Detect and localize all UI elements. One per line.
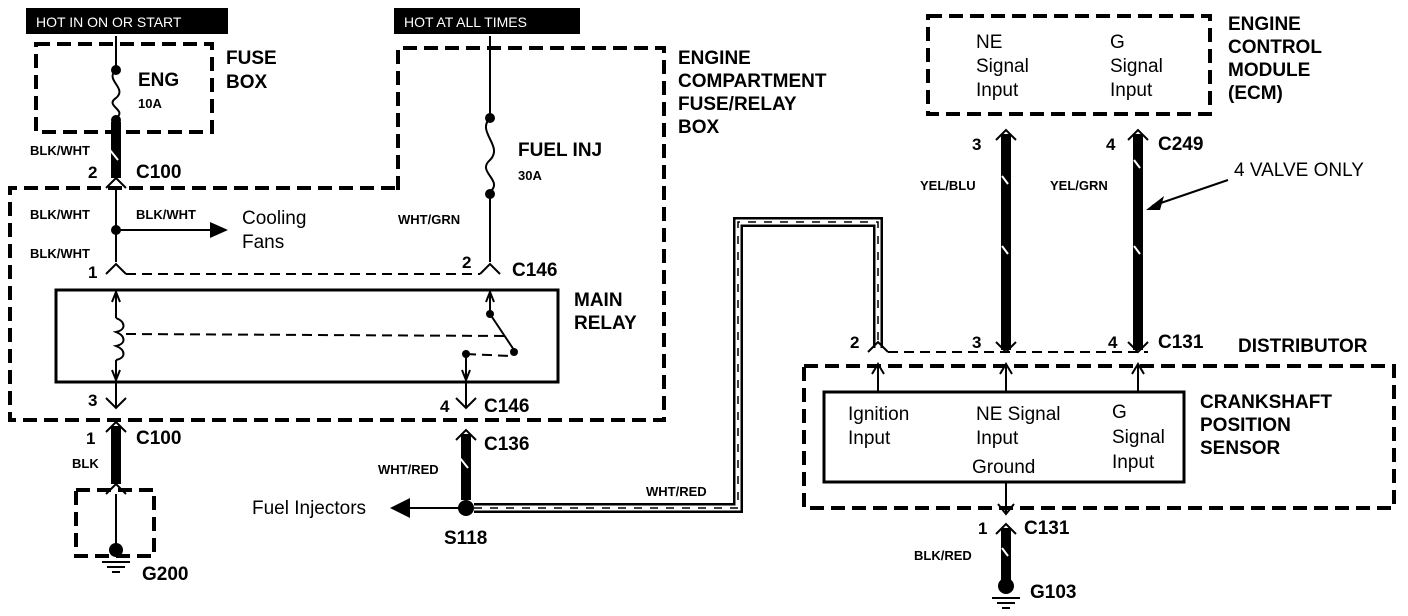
engine-box-label-3: FUSE/RELAY [678, 94, 797, 115]
main-relay-label-1: MAIN [574, 290, 623, 311]
fuse-box-outline [34, 42, 214, 134]
eng-fuse-icon [111, 69, 121, 119]
g103-ground-icon [992, 597, 1020, 609]
wire-label-blk-red: BLK/RED [914, 548, 972, 563]
c100-top-label: C100 [136, 162, 181, 183]
wire-label-blk-wht-fans: BLK/WHT [136, 207, 196, 222]
relay-coil-icon [112, 317, 125, 361]
ecm-ne-label-2: Signal [976, 56, 1029, 77]
c100-pin-1: 1 [86, 429, 95, 448]
wire-label-blk-wht-mid: BLK/WHT [30, 207, 90, 222]
main-relay-label-2: RELAY [574, 313, 637, 334]
ecm-g-label-3: Input [1110, 80, 1153, 101]
ckp-sensor-box [822, 390, 1186, 484]
fuse-box-label-2: BOX [226, 72, 268, 93]
distributor-label: DISTRIBUTOR [1238, 336, 1368, 357]
ecm-ne-label-1: NE [976, 32, 1002, 53]
fuel-inj-fuse-rating: 30A [518, 168, 542, 183]
g103-label: G103 [1030, 582, 1076, 603]
c249-label: C249 [1158, 134, 1203, 155]
ckp-g-label-1: G [1112, 402, 1127, 423]
ecm-g-label-2: Signal [1110, 56, 1163, 77]
fuse-box-label: FUSE [226, 48, 277, 69]
c249-pin-4: 4 [1106, 135, 1116, 154]
ecm-g-label-1: G [1110, 32, 1125, 53]
s118-label: S118 [444, 528, 487, 549]
cooling-fans-label-2: Fans [242, 232, 284, 253]
c131-bottom-label: C131 [1024, 518, 1070, 539]
eng-fuse-rating: 10A [138, 96, 162, 111]
ecm-ne-label-3: Input [976, 80, 1019, 101]
distributor-box [802, 364, 1396, 510]
ckp-label-1: CRANKSHAFT [1200, 392, 1332, 413]
relay-switch-contact [489, 313, 515, 351]
ckp-g-label-3: Input [1112, 452, 1155, 473]
c146-bottom-label: C146 [484, 396, 529, 417]
engine-box-label-4: BOX [678, 117, 720, 138]
c146-pin-4: 4 [440, 397, 450, 416]
c249-pin-3: 3 [972, 135, 981, 154]
fuel-injectors-arrow-icon [390, 498, 410, 518]
engine-fuse-relay-box-outline [8, 46, 666, 422]
wire-label-wht-grn: WHT/GRN [398, 212, 460, 227]
g200-label: G200 [142, 564, 188, 585]
header-hot-in-on-text: HOT IN ON OR START [36, 14, 182, 30]
c146-pin-2: 2 [462, 253, 471, 272]
c131-pin-1: 1 [978, 519, 987, 538]
engine-box-label-2: COMPARTMENT [678, 71, 827, 92]
wire-label-blk-wht-top: BLK/WHT [30, 143, 90, 158]
g200-ground-icon [102, 561, 130, 573]
ckp-ignition-label-2: Input [848, 428, 891, 449]
ckp-ignition-label-1: Ignition [848, 404, 909, 425]
c146-pin-1: 1 [88, 263, 97, 282]
cooling-fans-label-1: Cooling [242, 208, 306, 229]
ckp-ne-label-1: NE Signal [976, 404, 1061, 425]
four-valve-note: 4 VALVE ONLY [1234, 160, 1364, 181]
ecm-box [926, 14, 1212, 116]
c131-pin-2: 2 [850, 333, 859, 352]
c100-pin-2: 2 [88, 163, 97, 182]
c146-top-label: C146 [512, 260, 557, 281]
g200-ground-box [74, 488, 156, 558]
header-hot-in-on: HOT IN ON OR START [26, 8, 228, 34]
ckp-ne-label-2: Input [976, 428, 1019, 449]
c100-bottom-label: C100 [136, 428, 181, 449]
fuel-injectors-label: Fuel Injectors [252, 498, 366, 519]
wht-red-wire [474, 217, 883, 513]
wire-label-wht-red-right: WHT/RED [646, 484, 707, 499]
main-relay-box [54, 288, 560, 384]
eng-fuse-label: ENG [138, 70, 179, 91]
fuel-inj-fuse-icon [484, 117, 496, 193]
ecm-label-3: MODULE [1228, 60, 1310, 81]
cooling-fans-arrow-icon [210, 222, 228, 238]
fuel-inj-fuse-label: FUEL INJ [518, 140, 602, 161]
ckp-g-label-2: Signal [1112, 427, 1165, 448]
c131-pin-4: 4 [1108, 333, 1118, 352]
wire-label-blk: BLK [72, 456, 99, 471]
note-arrow-icon [1146, 196, 1164, 210]
ecm-label-4: (ECM) [1228, 83, 1283, 104]
ecm-label-2: CONTROL [1228, 37, 1322, 58]
engine-box-label-1: ENGINE [678, 48, 751, 69]
c136-label: C136 [484, 434, 529, 455]
header-hot-always: HOT AT ALL TIMES [394, 8, 580, 34]
wire-label-yel-grn: YEL/GRN [1050, 178, 1108, 193]
wire-label-wht-red-left: WHT/RED [378, 462, 439, 477]
ckp-ground-label: Ground [972, 457, 1035, 478]
c100-pin-3: 3 [88, 391, 97, 410]
c131-top-label: C131 [1158, 332, 1204, 353]
ckp-label-2: POSITION [1200, 415, 1291, 436]
ecm-label-1: ENGINE [1228, 14, 1301, 35]
ckp-label-3: SENSOR [1200, 438, 1281, 459]
c131-pin-3: 3 [972, 333, 981, 352]
wire-label-yel-blu: YEL/BLU [920, 178, 976, 193]
header-hot-always-text: HOT AT ALL TIMES [404, 14, 527, 30]
wire-label-blk-wht-low: BLK/WHT [30, 246, 90, 261]
